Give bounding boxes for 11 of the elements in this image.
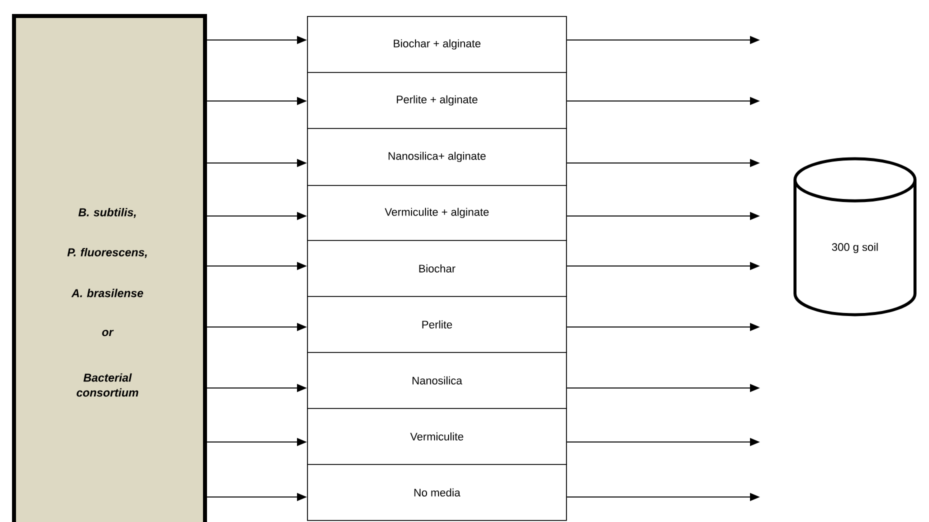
media-box: No media <box>307 464 567 521</box>
media-box: Biochar + alginate <box>307 16 567 73</box>
media-box: Perlite <box>307 296 567 353</box>
soil-cylinder: 300 g soil <box>794 157 916 316</box>
media-box: Vermiculite + alginate <box>307 185 567 241</box>
media-box: Nanosilica+ alginate <box>307 128 567 186</box>
media-box: Nanosilica <box>307 352 567 409</box>
media-box: Vermiculite <box>307 408 567 465</box>
organism-box: B. subtilis, P. fluorescens, A. brasilense or Bacterial consortium <box>12 14 207 522</box>
media-box: Perlite + alginate <box>307 72 567 129</box>
media-box: Biochar <box>307 240 567 297</box>
